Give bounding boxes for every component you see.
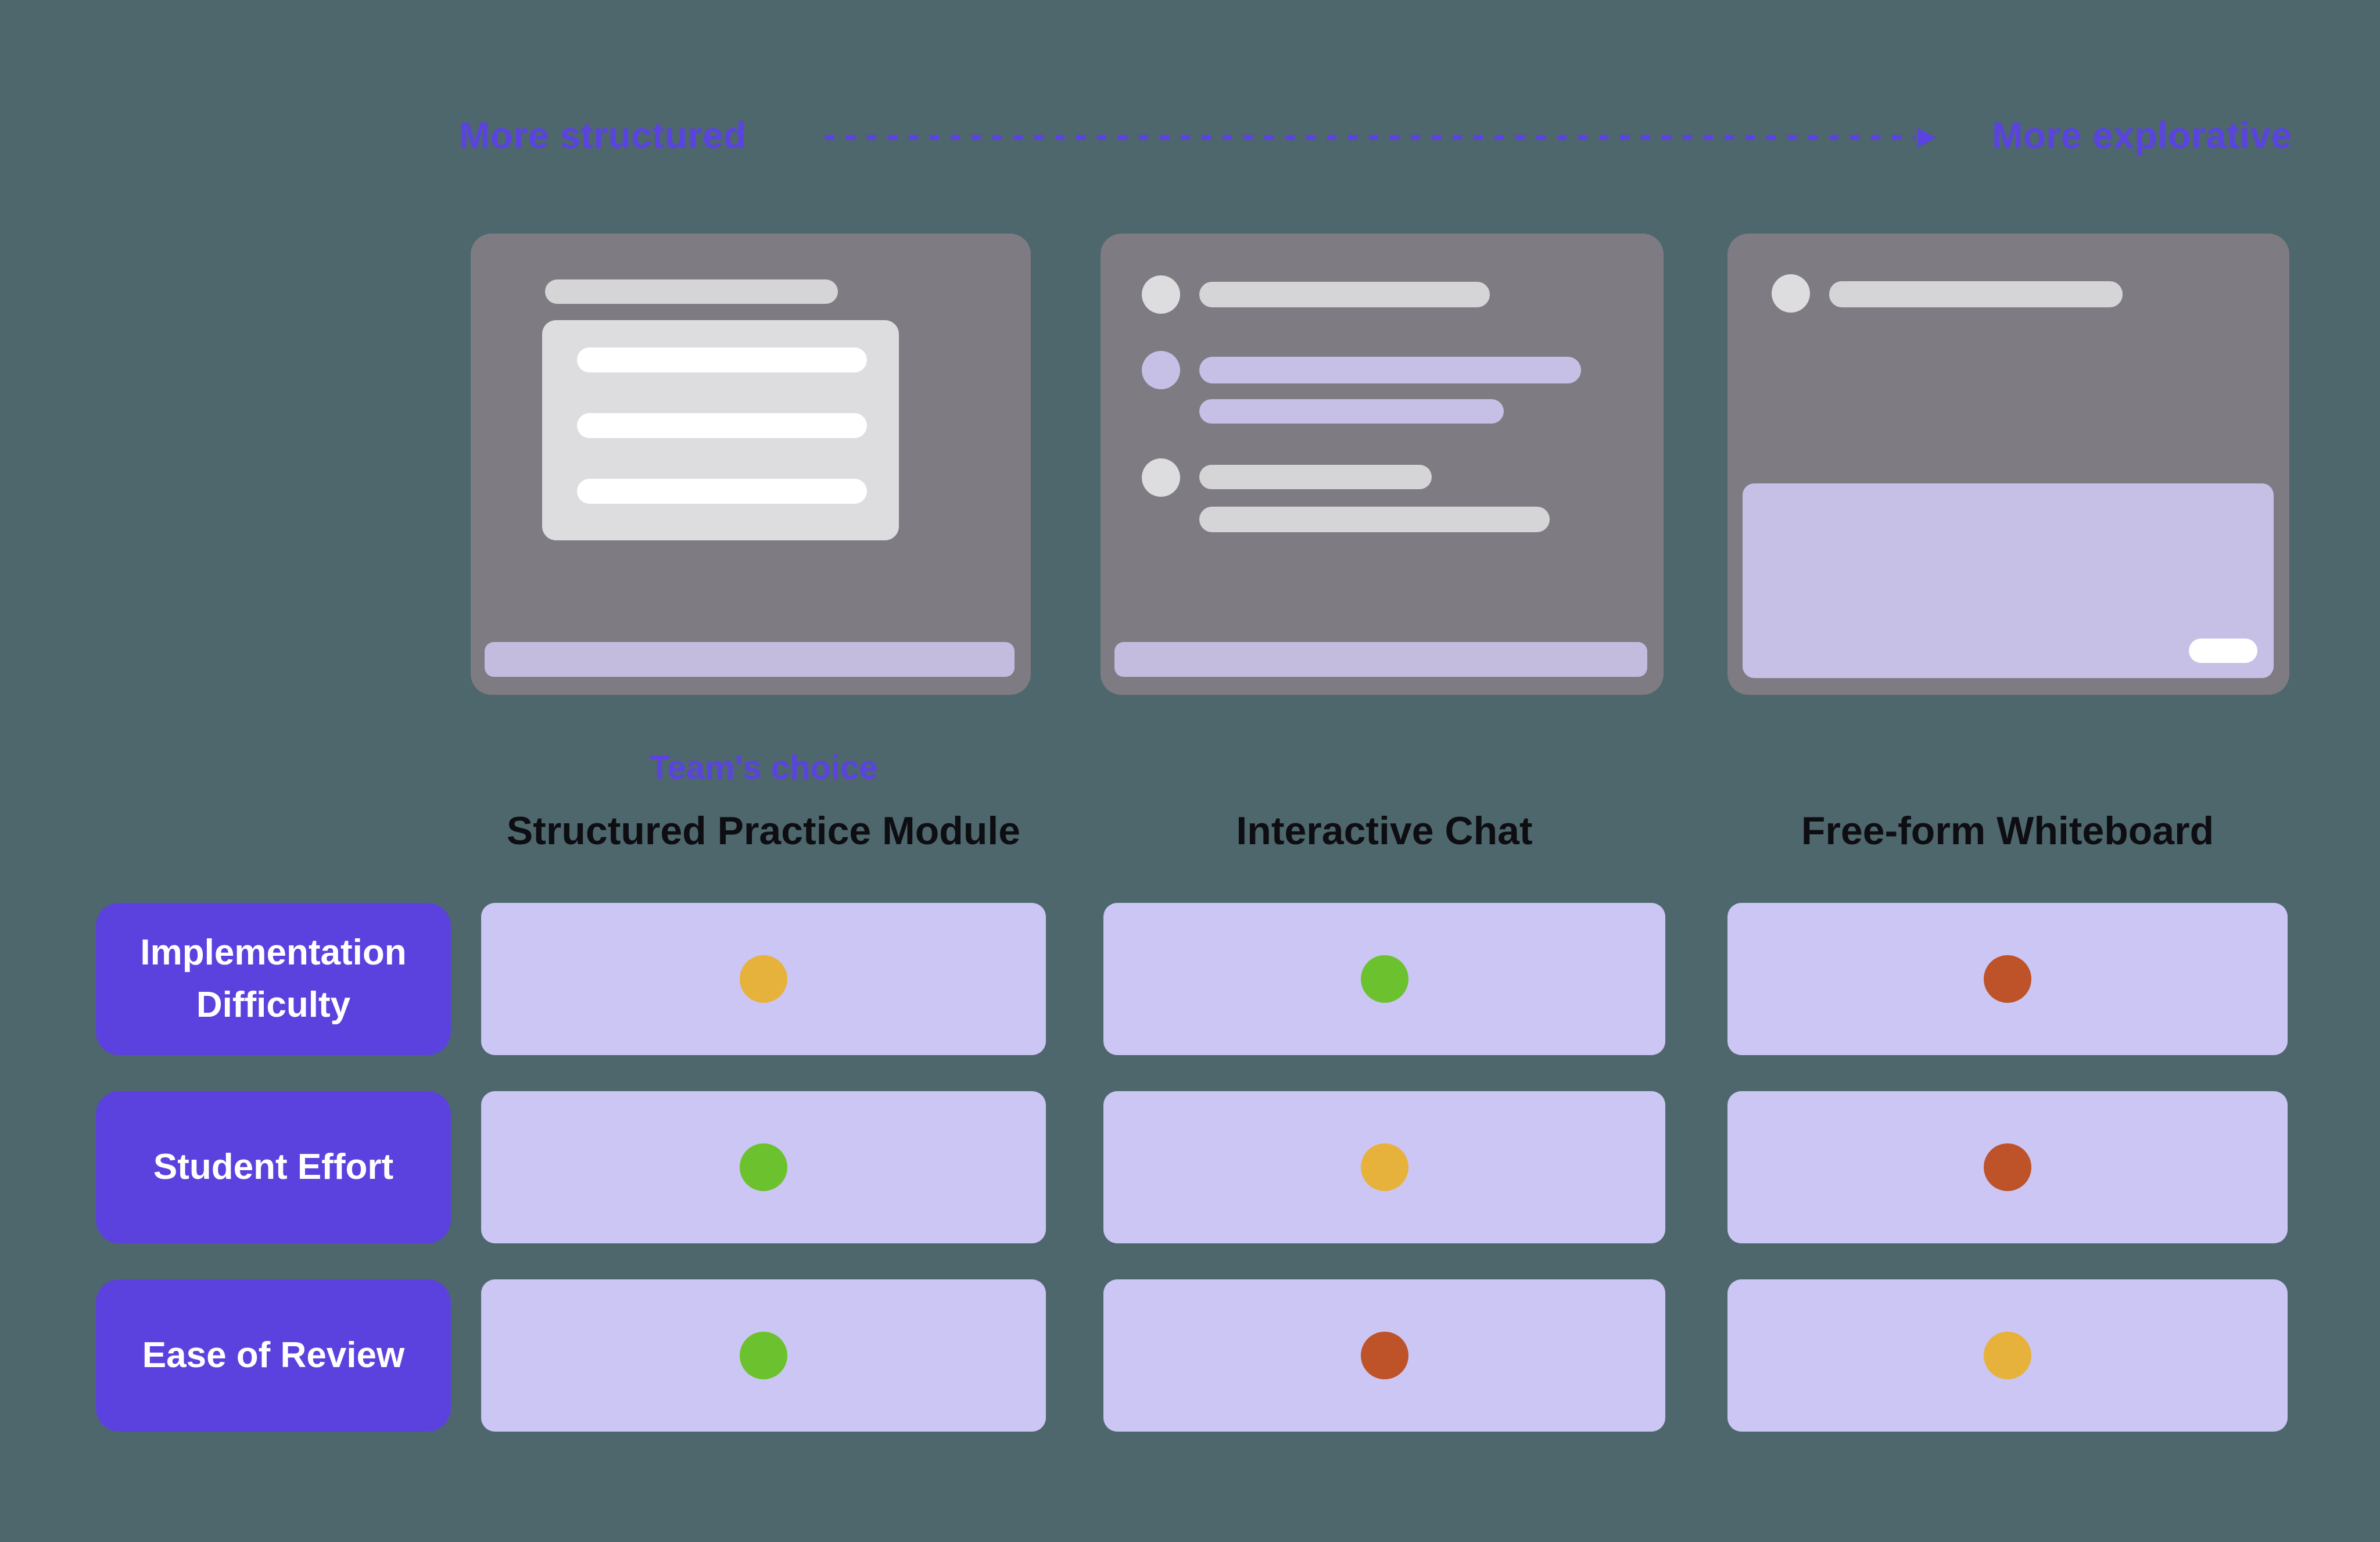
rating-dot <box>740 1332 787 1379</box>
row-label-implementation-difficulty: Implementation Difficulty <box>96 903 451 1055</box>
row-label-student-effort: Student Effort <box>96 1091 451 1243</box>
mockup-text-line <box>577 413 867 438</box>
chat-message-line <box>1199 282 1490 307</box>
mockup-card-freeform-whiteboard <box>1727 234 2289 695</box>
mockup-title-bar <box>1829 281 2123 307</box>
chat-message-line <box>1199 399 1504 424</box>
rating-dot <box>1360 1143 1408 1191</box>
rating-dot <box>1984 1332 2031 1379</box>
matrix-cell <box>1103 1091 1665 1243</box>
mockup-text-line <box>577 479 867 504</box>
matrix-cell <box>1103 1279 1665 1432</box>
rating-dot <box>1360 1332 1408 1379</box>
arrow-right-icon <box>1917 128 1936 148</box>
avatar-circle <box>1142 351 1180 389</box>
row-label-ease-of-review: Ease of Review <box>96 1279 451 1432</box>
mockup-input-bar <box>1114 642 1647 677</box>
spectrum-dashed-line <box>825 135 1915 140</box>
action-button-pill <box>2189 639 2257 663</box>
spectrum-right-label: More explorative <box>1992 114 2292 156</box>
mockup-card-structured-practice-module <box>471 234 1031 695</box>
chat-message-line <box>1199 465 1432 489</box>
spectrum-left-label: More structured <box>459 114 747 156</box>
rating-dot <box>740 1143 787 1191</box>
mockup-input-bar <box>485 642 1015 677</box>
matrix-cell <box>1727 903 2288 1055</box>
matrix-cell <box>481 1279 1046 1432</box>
whiteboard-canvas-area <box>1743 483 2274 678</box>
matrix-cell <box>1727 1279 2288 1432</box>
team-choice-annotation: Team's choice <box>649 749 878 787</box>
avatar-circle <box>1772 274 1810 313</box>
avatar-circle <box>1142 458 1180 497</box>
mockup-title-bar <box>545 279 838 304</box>
mockup-card-interactive-chat <box>1101 234 1664 695</box>
mockup-content-panel <box>542 320 899 540</box>
matrix-cell <box>1103 903 1665 1055</box>
mockup-text-line <box>577 347 867 372</box>
chat-message-line <box>1199 357 1581 383</box>
matrix-cell <box>481 903 1046 1055</box>
rating-dot <box>1984 1143 2031 1191</box>
matrix-cell <box>481 1091 1046 1243</box>
rating-dot <box>1360 955 1408 1003</box>
chat-message-line <box>1199 507 1550 532</box>
rating-dot <box>1984 955 2031 1003</box>
matrix-cell <box>1727 1091 2288 1243</box>
rating-dot <box>740 955 787 1003</box>
column-title-structured-practice-module: Structured Practice Module <box>506 809 1021 853</box>
column-title-freeform-whiteboard: Free-form Whiteboard <box>1801 809 2214 853</box>
column-title-interactive-chat: Interactive Chat <box>1236 809 1533 853</box>
avatar-circle <box>1142 275 1180 314</box>
